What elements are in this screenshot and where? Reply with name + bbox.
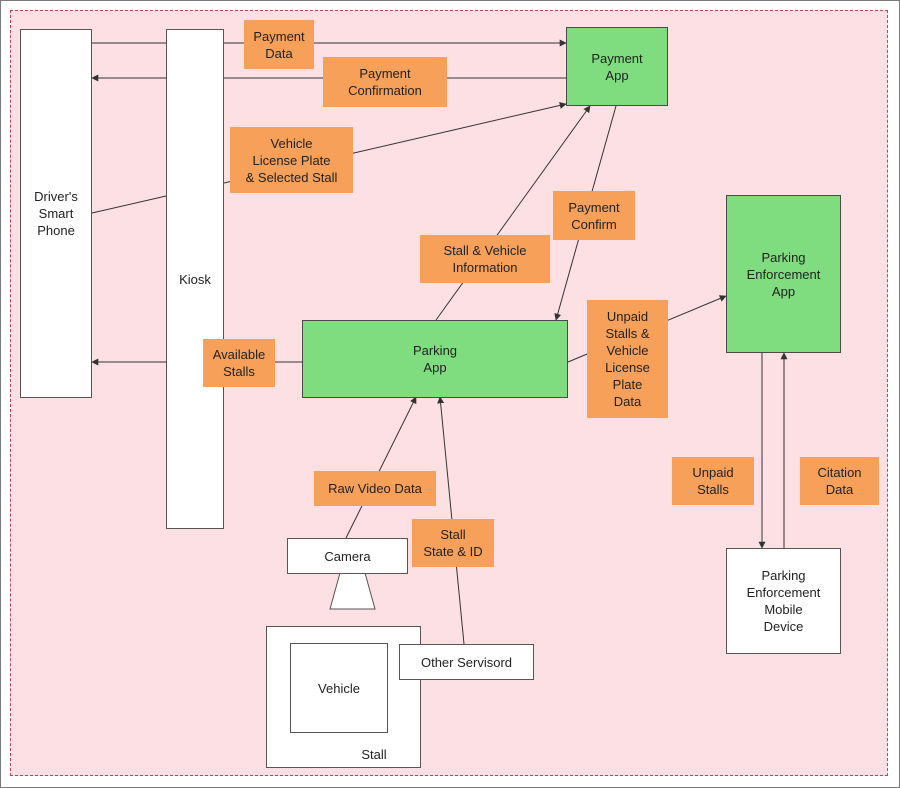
label-stall-state-id: Stall State & ID	[412, 519, 494, 567]
camera-lens	[329, 572, 376, 610]
vehicle: Vehicle	[290, 643, 388, 733]
stall-label: Stall	[361, 746, 387, 762]
label-payment-confirm: Payment Confirm	[553, 191, 635, 240]
label-unpaid-stalls: Unpaid Stalls	[672, 457, 754, 505]
other-sensors: Other Servisord	[399, 644, 534, 680]
label-citation-data: Citation Data	[800, 457, 879, 505]
label-raw-video-data: Raw Video Data	[314, 471, 436, 506]
drivers-smart-phone: Driver's Smart Phone	[20, 29, 92, 398]
label-payment-confirmation: Payment Confirmation	[323, 57, 447, 107]
label-available-stalls: Available Stalls	[203, 339, 275, 387]
parking-enforcement-app: Parking Enforcement App	[726, 195, 841, 353]
label-unpaid-stalls-vehicle-data: Unpaid Stalls & Vehicle License Plate Da…	[587, 300, 668, 418]
parking-app: Parking App	[302, 320, 568, 398]
flow-stall-vehicle-info	[435, 105, 591, 321]
parking-enforcement-mobile-device: Parking Enforcement Mobile Device	[726, 548, 841, 654]
flow-raw-video	[345, 396, 417, 539]
flow-vehicle-plate-stall-a	[91, 195, 167, 214]
camera: Camera	[287, 538, 408, 574]
label-payment-data: Payment Data	[244, 20, 314, 69]
label-vehicle-license-plate-stall: Vehicle License Plate & Selected Stall	[230, 127, 353, 193]
label-stall-vehicle-information: Stall & Vehicle Information	[420, 235, 550, 283]
kiosk: Kiosk	[166, 29, 224, 529]
payment-app: Payment App	[566, 27, 668, 106]
